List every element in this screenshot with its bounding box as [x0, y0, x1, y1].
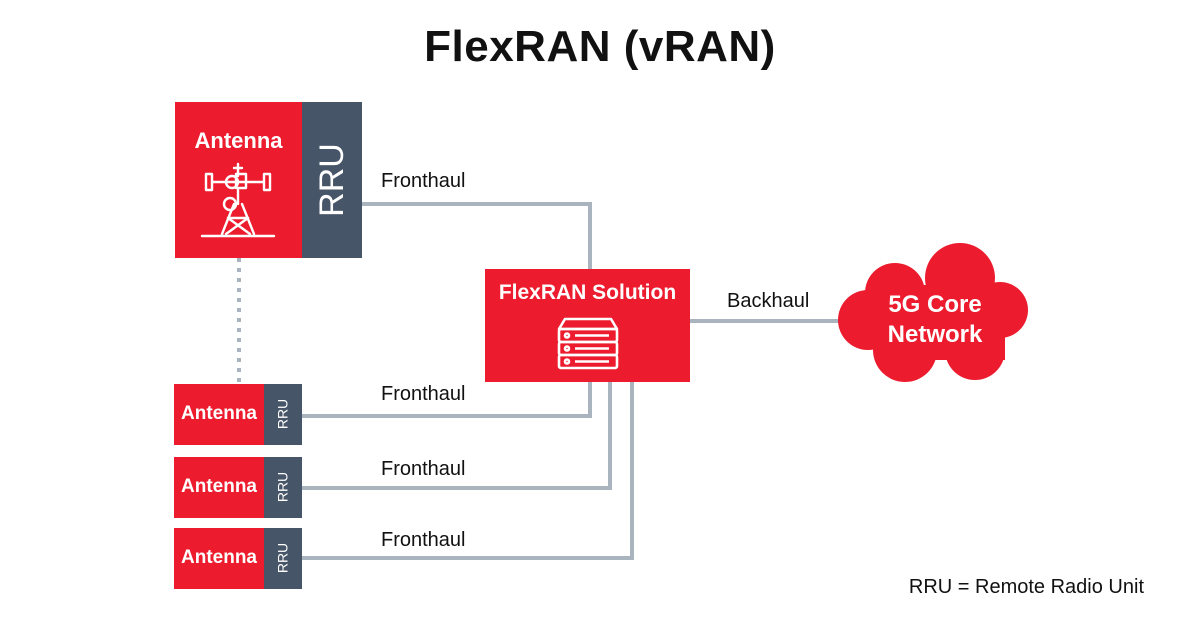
rru-box-3: RRU	[264, 528, 302, 589]
core-network-line1: 5G Core	[888, 291, 982, 318]
fronthaul-line-1	[302, 382, 592, 418]
rru-box-2: RRU	[264, 457, 302, 518]
main-rru-box: RRU	[302, 102, 362, 258]
flexran-solution-label: FlexRAN Solution	[498, 281, 677, 304]
fronthaul-line-2	[302, 382, 612, 490]
flexran-solution-box: FlexRAN Solution	[485, 269, 690, 382]
backhaul-label: Backhaul	[727, 290, 810, 312]
antenna-label-2: Antenna	[181, 476, 257, 497]
antenna-tower-icon	[200, 162, 276, 238]
fronthaul-label-3: Fronthaul	[381, 529, 466, 551]
main-antenna-box: Antenna	[175, 102, 302, 258]
rru-label-3: RRU	[274, 542, 291, 574]
antenna-box-1: Antenna	[174, 384, 264, 445]
antenna-box-2: Antenna	[174, 457, 264, 518]
page-title: FlexRAN (vRAN)	[424, 22, 776, 71]
core-network-label: 5G Core Network	[860, 290, 1010, 350]
core-network-cloud	[838, 243, 1028, 382]
main-fronthaul-label: Fronthaul	[381, 170, 466, 192]
main-fronthaul-line	[362, 202, 592, 269]
rru-label-2: RRU	[274, 471, 291, 503]
antenna-label-3: Antenna	[181, 547, 257, 568]
server-stack-icon	[557, 317, 619, 370]
fronthaul-label-1: Fronthaul	[381, 383, 466, 405]
antenna-box-3: Antenna	[174, 528, 264, 589]
rru-label-1: RRU	[274, 398, 291, 430]
core-network-line2: Network	[887, 321, 983, 348]
fronthaul-line-3	[302, 382, 634, 560]
rru-legend: RRU = Remote Radio Unit	[908, 576, 1144, 598]
main-antenna-label: Antenna	[194, 128, 283, 153]
main-rru-label: RRU	[313, 143, 351, 217]
antenna-label-1: Antenna	[181, 403, 257, 424]
rru-box-1: RRU	[264, 384, 302, 445]
fronthaul-label-2: Fronthaul	[381, 458, 466, 480]
